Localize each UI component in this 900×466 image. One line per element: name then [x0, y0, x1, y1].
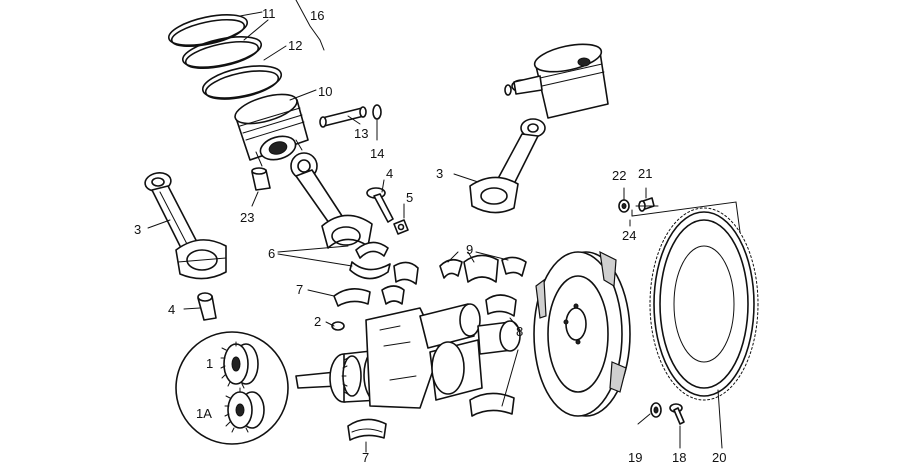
callout-labels: 1 1A 2 3 3 4 4 5 6 7 7 8 9 10 11 12 13 1… — [134, 6, 726, 465]
bracket-lines — [631, 201, 741, 233]
piston-rings — [167, 14, 283, 100]
small-end-bush — [251, 167, 271, 191]
piston-left — [234, 93, 309, 167]
ring-gear — [649, 207, 759, 401]
connecting-rod-right — [469, 118, 546, 214]
bearing-shell-7-lower — [347, 418, 387, 441]
rod-bolt-upper — [366, 187, 394, 223]
label-part-2: 2 — [314, 314, 321, 329]
label-part-21: 21 — [638, 166, 652, 181]
bolt-18 — [669, 403, 685, 425]
label-part-23: 23 — [240, 210, 254, 225]
bolt-21 — [638, 197, 655, 212]
bearing-shells-7-upper — [333, 261, 419, 307]
label-part-14: 14 — [370, 146, 384, 161]
label-part-1a: 1A — [196, 406, 212, 421]
label-part-8: 8 — [516, 324, 523, 339]
crank-gear — [341, 355, 362, 397]
flywheel — [533, 250, 631, 417]
label-part-19: 19 — [628, 450, 642, 465]
label-part-9: 9 — [466, 242, 473, 257]
rod-nut — [393, 219, 409, 235]
connecting-rod-center — [290, 152, 373, 249]
bearing-shells-8 — [469, 294, 517, 417]
piston-right — [504, 43, 609, 119]
label-part-7-upper: 7 — [296, 282, 303, 297]
label-part-4-lower: 4 — [168, 302, 175, 317]
circlip — [372, 104, 382, 120]
connecting-rod-left — [144, 172, 227, 280]
gear-detail-circle — [175, 331, 289, 445]
label-part-18: 18 — [672, 450, 686, 465]
piston-pin — [319, 106, 367, 128]
woodruff-key — [331, 321, 345, 331]
label-part-16: 16 — [310, 8, 324, 23]
label-part-1: 1 — [206, 356, 213, 371]
label-part-11: 11 — [262, 6, 276, 21]
rod-bolt-lower — [197, 292, 217, 321]
label-part-22: 22 — [612, 168, 626, 183]
label-part-7-lower: 7 — [362, 450, 369, 465]
label-part-4-upper: 4 — [386, 166, 393, 181]
label-part-20: 20 — [712, 450, 726, 465]
main-bearing-shells-6 — [349, 241, 391, 280]
washer-19 — [650, 402, 662, 418]
label-part-24: 24 — [622, 228, 636, 243]
label-part-5: 5 — [406, 190, 413, 205]
thrust-washers-9 — [439, 254, 527, 283]
gear-1a — [224, 387, 265, 433]
label-part-10: 10 — [318, 84, 332, 99]
washer-22 — [618, 199, 630, 213]
label-part-3-right: 3 — [436, 166, 443, 181]
gear-1 — [220, 341, 259, 389]
label-part-3-left: 3 — [134, 222, 141, 237]
label-part-13: 13 — [354, 126, 368, 141]
leader-lines — [147, 0, 723, 453]
crankshaft — [295, 303, 521, 409]
label-part-12: 12 — [288, 38, 302, 53]
label-part-6: 6 — [268, 246, 275, 261]
